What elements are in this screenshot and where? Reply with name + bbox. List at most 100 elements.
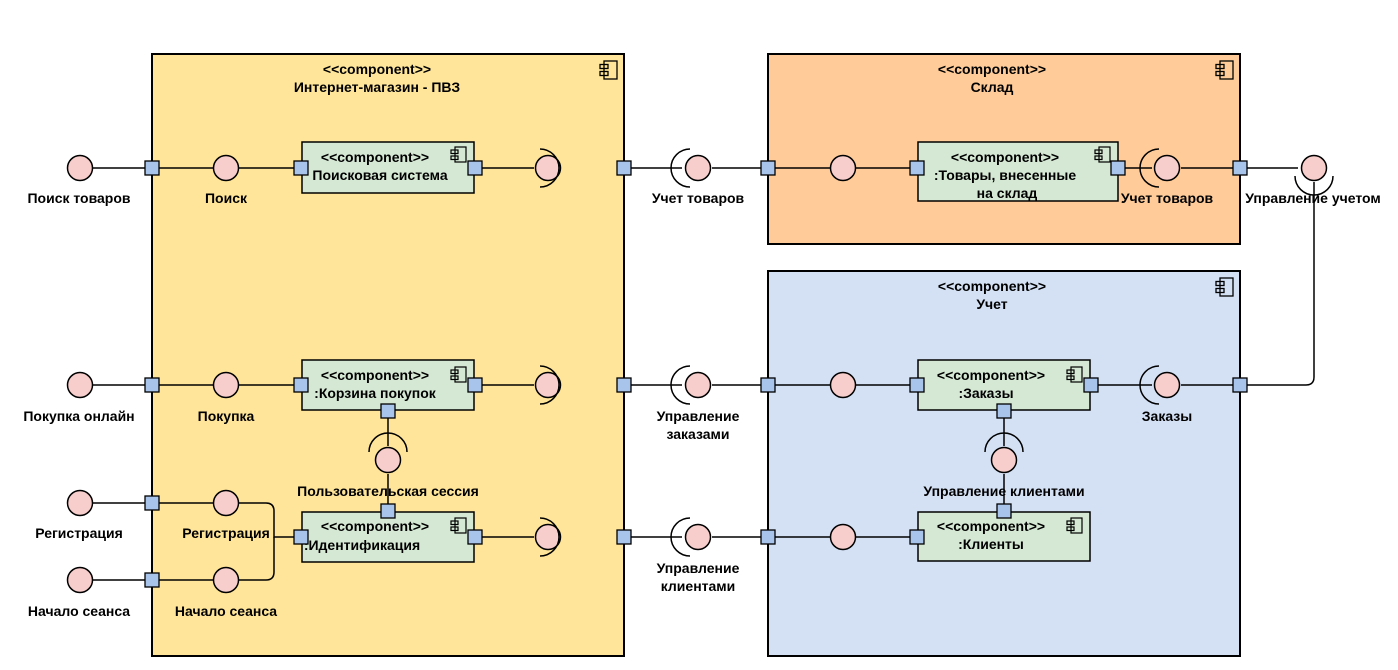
component-goods-name-line2: на склад	[977, 185, 1038, 201]
component-identification-name: :Идентификация	[304, 537, 420, 553]
port	[144, 160, 160, 176]
interface-ball	[829, 371, 857, 399]
label-session-start-inner: Начало сеанса	[175, 603, 277, 619]
interface-ball	[990, 446, 1018, 474]
component-search-system[interactable]: <<component>> Поисковая система	[301, 141, 475, 194]
port	[909, 529, 925, 545]
interface-ball	[66, 566, 94, 594]
component-cart-stereotype: <<component>>	[321, 367, 429, 383]
component-identification-stereotype: <<component>>	[321, 518, 429, 534]
interface-socket	[1294, 175, 1334, 196]
required-interfaces	[368, 148, 1334, 557]
interface-socket	[984, 432, 1024, 453]
label-accounting-management: Управление учетом	[1245, 190, 1381, 206]
component-identification[interactable]: <<component>> :Идентификация	[301, 511, 475, 563]
port	[616, 529, 632, 545]
provided-interfaces	[66, 154, 1328, 594]
component-orders[interactable]: <<component>> :Заказы	[917, 359, 1091, 411]
label-registration-inner: Регистрация	[182, 525, 270, 541]
port	[1232, 377, 1248, 393]
interface-ball	[374, 446, 402, 474]
port	[1232, 160, 1248, 176]
label-search: Поиск	[205, 190, 248, 206]
component-icon	[1094, 146, 1111, 163]
ports	[144, 160, 1248, 588]
port	[996, 503, 1012, 519]
component-icon	[1066, 517, 1083, 534]
interface-socket	[670, 365, 691, 405]
container-shop-stereotype: <<component>>	[323, 61, 431, 77]
label-goods-accounting-2: Учет товаров	[1121, 190, 1214, 206]
interface-socket	[539, 148, 560, 188]
component-icon	[1215, 277, 1234, 297]
component-orders-stereotype: <<component>>	[937, 367, 1045, 383]
port	[380, 503, 396, 519]
component-orders-name: :Заказы	[958, 385, 1013, 401]
interface-ball	[534, 154, 562, 182]
label-registration-outer: Регистрация	[35, 525, 123, 541]
component-icon	[450, 517, 467, 534]
component-icon	[1215, 60, 1234, 80]
container-accounting-stereotype: <<component>>	[938, 278, 1046, 294]
component-clients-name: :Клиенты	[958, 536, 1024, 552]
port	[909, 377, 925, 393]
component-icon	[599, 60, 618, 80]
component-clients[interactable]: <<component>> :Клиенты	[917, 511, 1091, 562]
port	[616, 377, 632, 393]
interface-socket	[1139, 365, 1160, 405]
interface-ball	[212, 154, 240, 182]
interface-ball	[1300, 154, 1328, 182]
interface-socket	[670, 517, 691, 557]
interface-ball	[829, 154, 857, 182]
port	[467, 529, 483, 545]
interface-socket	[670, 148, 691, 188]
component-search-system-stereotype: <<component>>	[321, 149, 429, 165]
port	[293, 529, 309, 545]
interface-ball	[534, 523, 562, 551]
label-client-management-line2: клиентами	[661, 578, 736, 594]
port	[616, 160, 632, 176]
connectors	[93, 167, 1315, 581]
component-icon	[450, 366, 467, 383]
interface-ball	[829, 523, 857, 551]
interface-socket	[368, 432, 408, 453]
component-cart[interactable]: <<component>> :Корзина покупок	[301, 359, 475, 411]
interface-ball	[1153, 371, 1181, 399]
port	[144, 572, 160, 588]
port	[144, 377, 160, 393]
port	[996, 403, 1012, 419]
container-accounting-name: Учет	[976, 296, 1007, 312]
component-icon	[1066, 366, 1083, 383]
interface-ball	[66, 154, 94, 182]
component-goods[interactable]: <<component>> :Товары, внесенные на скла…	[917, 141, 1119, 202]
port	[144, 495, 160, 511]
label-online-purchase: Покупка онлайн	[23, 408, 134, 424]
component-cart-name: :Корзина покупок	[314, 385, 437, 401]
port	[380, 403, 396, 419]
interface-ball	[684, 523, 712, 551]
label-client-management-line1: Управление	[657, 560, 740, 576]
label-order-management-line1: Управление	[657, 408, 740, 424]
port	[293, 377, 309, 393]
component-clients-stereotype: <<component>>	[937, 518, 1045, 534]
label-goods-accounting-1: Учет товаров	[652, 190, 745, 206]
container-warehouse-stereotype: <<component>>	[938, 61, 1046, 77]
container-warehouse-name: Склад	[971, 79, 1014, 95]
component-goods-name-line1: :Товары, внесенные	[934, 167, 1076, 183]
component-goods-stereotype: <<component>>	[951, 149, 1059, 165]
interface-ball	[1153, 154, 1181, 182]
component-search-system-name: Поисковая система	[312, 167, 447, 183]
port	[909, 160, 925, 176]
interface-ball	[66, 489, 94, 517]
interface-ball	[212, 566, 240, 594]
label-client-management-inner: Управление клиентами	[923, 483, 1084, 499]
port	[760, 377, 776, 393]
component-icon	[450, 146, 467, 163]
interface-socket	[539, 517, 560, 557]
interface-ball	[684, 154, 712, 182]
interface-labels: Поиск товаров Поиск Учет товаров Учет то…	[23, 190, 1380, 619]
interface-ball	[684, 371, 712, 399]
port	[1083, 377, 1099, 393]
label-orders-interface: Заказы	[1142, 408, 1192, 424]
